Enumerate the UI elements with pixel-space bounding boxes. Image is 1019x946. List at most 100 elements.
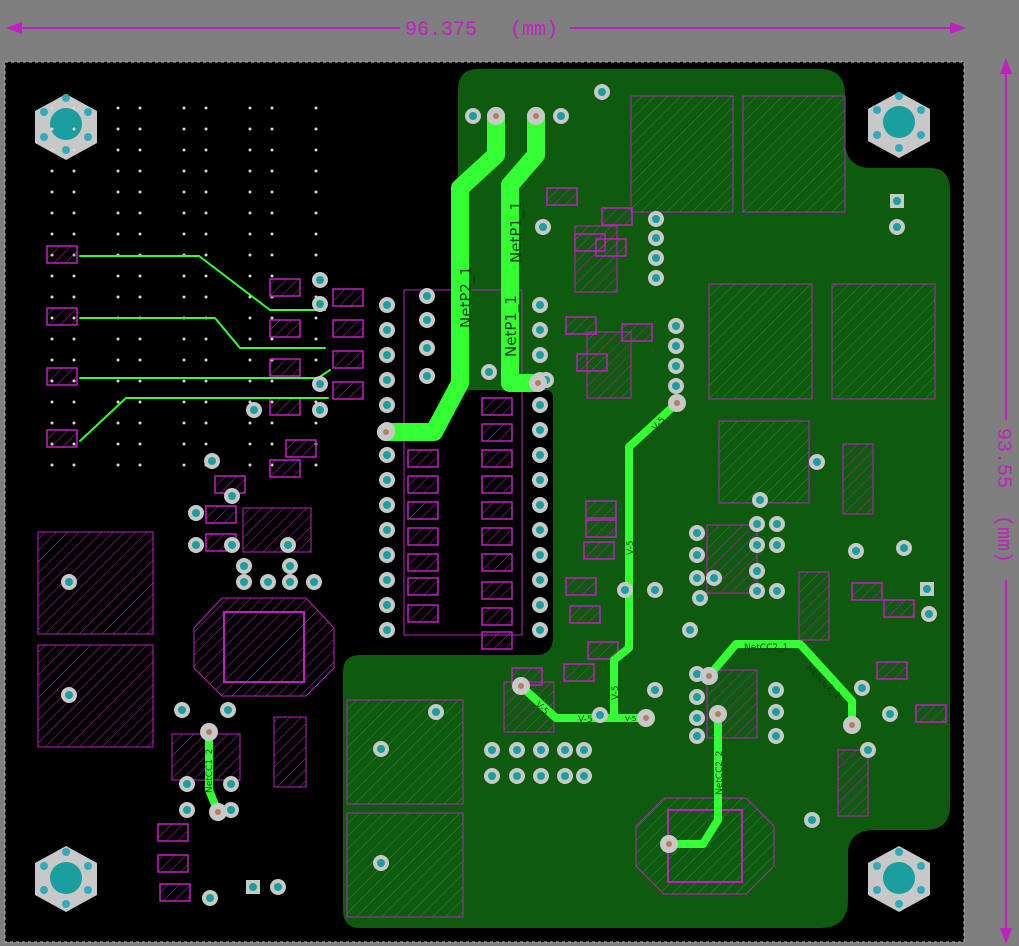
smd-pad [565,316,597,335]
via-dot [314,148,318,152]
pad-drill [900,544,908,552]
via-dot [72,274,76,278]
via-dot [248,316,252,320]
pad-drill [493,113,499,119]
pad-drill [753,541,761,549]
pad-drill [423,316,431,324]
pad-drill [580,746,588,754]
pad-drill [925,610,933,618]
via-dot [116,379,120,383]
via-dot [116,358,120,362]
smd-pad [205,505,237,524]
pad-drill [383,401,391,409]
pad-drill [693,732,701,740]
pad-drill [596,711,604,719]
pad-drill [536,526,544,534]
smd-pad [481,423,513,442]
via-dot [50,463,54,467]
width-value: 96.375 [405,19,477,42]
smd-pad [46,307,78,326]
via-dot [138,169,142,173]
pad-drill [753,587,761,595]
via-dot [116,400,120,404]
pad-drill [808,816,816,824]
via-dot [50,295,54,299]
smd-pads [46,187,947,902]
via-dot [204,421,208,425]
mounting-hole-top-right [868,92,930,158]
via-dot [204,274,208,278]
smd-pad [407,577,439,596]
pad-drill [696,594,704,602]
pad-drill [893,223,901,231]
via-dot [116,274,120,278]
smd-pad [481,553,513,572]
pad-drill [706,673,712,679]
via-dot [270,442,274,446]
pad-drill [215,809,221,815]
pad-drill [557,112,565,120]
via-dot [270,190,274,194]
smd-pad [481,501,513,520]
pad-drill [377,859,385,867]
via-dot [116,337,120,341]
via-dot [50,169,54,173]
via-dot [270,148,274,152]
pad-drill [693,670,701,678]
pad-drill [674,400,680,406]
smd-pad [407,604,439,623]
net-label-netp2: NetP2_1 [457,266,476,328]
smd-pad [481,397,513,416]
via-dot [116,190,120,194]
pad-drill [208,457,216,465]
via-dot [248,358,252,362]
via-dot [182,295,186,299]
pad-drill [772,686,780,694]
pad-drill [383,351,391,359]
via-dot [116,295,120,299]
pad-drill [227,780,235,788]
net-labels: NetP2_1 NetP1_1 NetP1_1 V-5 V-5 V-5 V-5 … [205,201,842,795]
pad-drill [286,578,294,586]
pad-drill [651,686,659,694]
smd-pad [332,288,364,307]
smd-pad [595,238,627,257]
pad-drill [864,746,872,754]
pad-drill [693,551,701,559]
pad-drill [206,729,212,735]
pad-drill [852,547,860,555]
via-dot [138,295,142,299]
pad-drill [488,772,496,780]
via-dot [248,442,252,446]
via-dot [50,148,54,152]
pad-drill [423,292,431,300]
smd-pad [565,577,597,596]
pad-drill [316,406,324,414]
via-dot [72,400,76,404]
via-dot [248,379,252,383]
pad-drill [183,806,191,814]
traces [79,107,856,848]
via-dot [138,274,142,278]
pad-drill [710,574,718,582]
via-dot [138,106,142,110]
smd-pad [481,527,513,546]
smd-pad [583,541,615,560]
via-dot [72,127,76,131]
smd-pad [883,599,915,618]
via-dot [116,442,120,446]
via-dot [50,358,54,362]
pad-drill [383,376,391,384]
pad-drill [383,301,391,309]
smd-pad [546,187,578,206]
pad-drill [536,426,544,434]
pad-drill [536,351,544,359]
pad-drill [561,746,569,754]
pad-drill [383,451,391,459]
pad-drill [206,894,214,902]
smd-pad [157,823,189,842]
smd-pad [269,397,301,416]
pad-drill [753,520,761,528]
via-dot [116,106,120,110]
via-dot [314,316,318,320]
